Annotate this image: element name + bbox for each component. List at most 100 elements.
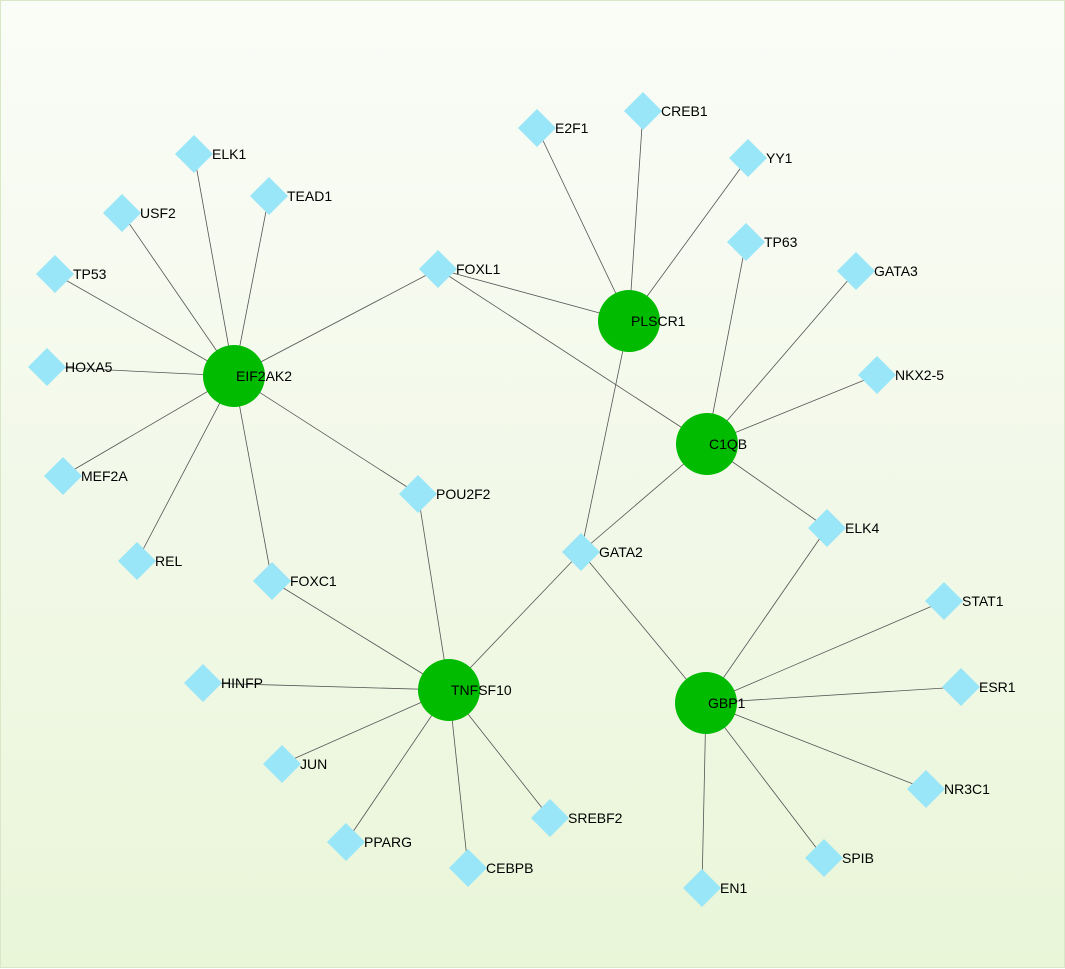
node-label-usf2: USF2 [140, 205, 176, 221]
target-diamond-hinfp [184, 664, 222, 702]
target-diamond-cebpb [449, 849, 487, 887]
node-label-jun: JUN [300, 756, 327, 772]
node-label-cebpb: CEBPB [486, 860, 533, 876]
target-diamond-rel [118, 542, 156, 580]
node-creb1[interactable]: CREB1 [624, 92, 708, 130]
node-label-nr3c1: NR3C1 [944, 781, 990, 797]
node-label-pparg: PPARG [364, 834, 412, 850]
node-plscr1[interactable]: PLSCR1 [598, 290, 686, 352]
edge-plscr1-gata2 [580, 320, 630, 553]
node-gbp1[interactable]: GBP1 [675, 672, 746, 734]
node-label-foxl1: FOXL1 [456, 261, 501, 277]
target-diamond-jun [263, 745, 301, 783]
target-diamond-nr3c1 [907, 770, 945, 808]
node-label-creb1: CREB1 [661, 103, 708, 119]
target-diamond-stat1 [925, 582, 963, 620]
node-foxl1[interactable]: FOXL1 [419, 250, 501, 288]
node-stat1[interactable]: STAT1 [925, 582, 1004, 620]
edge-plscr1-foxl1 [437, 268, 630, 322]
edge-eif2ak2-foxl1 [233, 268, 439, 377]
node-yy1[interactable]: YY1 [729, 139, 793, 177]
target-diamond-elk4 [808, 509, 846, 547]
hub-circle-c1qb [676, 413, 738, 475]
node-eif2ak2[interactable]: EIF2AK2 [203, 345, 292, 407]
edge-plscr1-e2f1 [536, 127, 630, 322]
edge-gbp1-spib [705, 702, 825, 859]
node-nkx2-5[interactable]: NKX2-5 [858, 356, 944, 394]
node-srebf2[interactable]: SREBF2 [531, 799, 623, 837]
edge-tnfsf10-hinfp [202, 682, 450, 691]
target-diamond-elk1 [175, 135, 213, 173]
edge-plscr1-yy1 [628, 157, 749, 322]
node-label-tead1: TEAD1 [287, 188, 332, 204]
node-label-elk4: ELK4 [845, 520, 879, 536]
target-diamond-creb1 [624, 92, 662, 130]
hub-circle-tnfsf10 [418, 659, 480, 721]
node-jun[interactable]: JUN [263, 745, 327, 783]
node-label-pou2f2: POU2F2 [436, 486, 491, 502]
node-hoxa5[interactable]: HOXA5 [28, 348, 113, 386]
node-label-stat1: STAT1 [962, 593, 1004, 609]
node-gata3[interactable]: GATA3 [837, 252, 918, 290]
node-label-tp63: TP63 [764, 234, 798, 250]
node-label-eif2ak2: EIF2AK2 [236, 368, 292, 384]
node-label-plscr1: PLSCR1 [631, 313, 686, 329]
target-diamond-foxl1 [419, 250, 457, 288]
node-tnfsf10[interactable]: TNFSF10 [418, 659, 512, 721]
target-diamond-pparg [327, 823, 365, 861]
node-label-tnfsf10: TNFSF10 [451, 682, 512, 698]
target-diamond-hoxa5 [28, 348, 66, 386]
target-diamond-srebf2 [531, 799, 569, 837]
node-mef2a[interactable]: MEF2A [44, 457, 128, 495]
node-nr3c1[interactable]: NR3C1 [907, 770, 990, 808]
target-diamond-en1 [683, 869, 721, 907]
edge-c1qb-gata3 [706, 270, 857, 445]
node-spib[interactable]: SPIB [805, 839, 874, 877]
edge-eif2ak2-rel [136, 375, 235, 562]
node-pparg[interactable]: PPARG [327, 823, 412, 861]
node-foxc1[interactable]: FOXC1 [253, 562, 337, 600]
target-diamond-esr1 [942, 668, 980, 706]
target-diamond-nkx2-5 [858, 356, 896, 394]
node-gata2[interactable]: GATA2 [562, 533, 643, 571]
target-diamond-tp63 [727, 223, 765, 261]
edge-gbp1-nr3c1 [705, 702, 927, 790]
node-hinfp[interactable]: HINFP [184, 664, 263, 702]
node-label-en1: EN1 [720, 880, 747, 896]
edge-eif2ak2-mef2a [62, 375, 235, 477]
edge-eif2ak2-pou2f2 [233, 375, 419, 495]
target-diamond-usf2 [103, 194, 141, 232]
edge-layer [46, 110, 962, 889]
node-esr1[interactable]: ESR1 [942, 668, 1016, 706]
target-diamond-e2f1 [518, 109, 556, 147]
node-label-elk1: ELK1 [212, 146, 246, 162]
edge-eif2ak2-elk1 [193, 153, 235, 377]
node-c1qb[interactable]: C1QB [676, 413, 747, 475]
node-usf2[interactable]: USF2 [103, 194, 176, 232]
node-e2f1[interactable]: E2F1 [518, 109, 589, 147]
hub-circle-plscr1 [598, 290, 660, 352]
edge-tnfsf10-gata2 [448, 551, 582, 691]
node-cebpb[interactable]: CEBPB [449, 849, 533, 887]
node-elk4[interactable]: ELK4 [808, 509, 879, 547]
node-tp53[interactable]: TP53 [36, 255, 107, 293]
edge-eif2ak2-usf2 [121, 212, 235, 377]
node-label-e2f1: E2F1 [555, 120, 589, 136]
edge-plscr1-creb1 [628, 110, 644, 322]
edge-gbp1-stat1 [705, 600, 945, 704]
node-tp63[interactable]: TP63 [727, 223, 798, 261]
node-tead1[interactable]: TEAD1 [250, 177, 332, 215]
node-pou2f2[interactable]: POU2F2 [399, 475, 491, 513]
edge-eif2ak2-hoxa5 [46, 366, 235, 377]
target-diamond-spib [805, 839, 843, 877]
node-rel[interactable]: REL [118, 542, 182, 580]
node-en1[interactable]: EN1 [683, 869, 747, 907]
target-diamond-pou2f2 [399, 475, 437, 513]
node-elk1[interactable]: ELK1 [175, 135, 246, 173]
target-diamond-mef2a [44, 457, 82, 495]
node-label-hoxa5: HOXA5 [65, 359, 113, 375]
node-label-hinfp: HINFP [221, 675, 263, 691]
edge-gbp1-gata2 [580, 551, 707, 704]
edge-gbp1-esr1 [705, 686, 962, 704]
